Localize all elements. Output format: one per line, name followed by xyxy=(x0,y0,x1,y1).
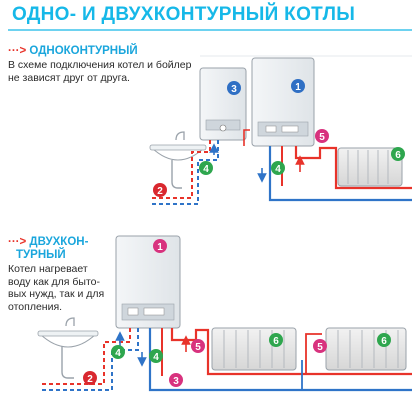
badge-5-bottom-right: 5 xyxy=(313,339,327,353)
badge-label: 2 xyxy=(157,186,163,197)
badge-label: 2 xyxy=(87,374,93,385)
bottom-pipes-dhw xyxy=(40,328,139,391)
badge-label: 4 xyxy=(203,164,209,175)
badge-3-top: 3 xyxy=(227,81,241,95)
radiator-bottom-left xyxy=(211,327,297,371)
double-circuit-heading: ···> ДВУХКОН- ТУРНЫЙ xyxy=(8,236,88,262)
badge-5-bottom-left: 5 xyxy=(191,339,205,353)
badge-label: 6 xyxy=(381,336,387,347)
single-circuit-heading: ···> ОДНОКОНТУРНЫЙ xyxy=(8,45,138,58)
badge-label: 6 xyxy=(273,336,279,347)
badge-4-bottom-right: 4 xyxy=(149,349,163,363)
page-title: ОДНО- И ДВУХКОНТУРНЫЙ КОТЛЫ xyxy=(12,4,356,25)
double-marker: ···> xyxy=(8,236,27,248)
badge-1-bottom: 1 xyxy=(153,239,167,253)
badge-label: 5 xyxy=(317,342,323,353)
badge-label: 4 xyxy=(275,164,281,175)
badge-3-bottom: 3 xyxy=(169,373,183,387)
badge-label: 5 xyxy=(319,132,325,143)
badge-label: 4 xyxy=(153,352,159,363)
top-pipes-dhw xyxy=(150,140,219,205)
badge-2-bottom: 2 xyxy=(83,371,97,385)
badge-label: 6 xyxy=(395,150,401,161)
badge-5-top: 5 xyxy=(315,129,329,143)
badge-label: 3 xyxy=(173,376,179,387)
double-desc-line: вых нужд, так и для xyxy=(8,288,105,300)
double-desc-line: Котел нагревает xyxy=(8,263,88,275)
bottom-pipes-heating xyxy=(137,328,412,392)
double-heading-text-2: ТУРНЫЙ xyxy=(16,249,66,261)
double-heading-text-1: ДВУХКОН- xyxy=(29,236,89,248)
badge-label: 1 xyxy=(157,242,163,253)
badge-1-top: 1 xyxy=(291,79,305,93)
single-desc-line: не зависят друг от друга. xyxy=(8,71,130,84)
badge-label: 3 xyxy=(231,84,237,95)
badge-6-bottom-right: 6 xyxy=(377,333,391,347)
double-boiler xyxy=(115,235,181,329)
double-desc-line: воду как для быто- xyxy=(8,275,100,288)
badge-label: 4 xyxy=(115,348,121,359)
single-circuit-description: В схеме подключения котел и бойлер не за… xyxy=(8,59,191,84)
double-circuit-description: Котел нагревает воду как для быто- вых н… xyxy=(8,263,104,313)
badge-4-top-left: 4 xyxy=(199,161,213,175)
badge-label: 1 xyxy=(295,82,301,93)
badge-2-top: 2 xyxy=(153,183,167,197)
badge-6-top: 6 xyxy=(391,147,405,161)
badge-label: 5 xyxy=(195,342,201,353)
water-heater xyxy=(199,67,247,141)
radiator-top xyxy=(337,147,403,187)
radiator-bottom-right xyxy=(325,327,407,371)
double-desc-line: отопления. xyxy=(8,300,63,313)
single-heading-text: ОДНОКОНТУРНЫЙ xyxy=(29,45,138,57)
sink-top xyxy=(149,131,207,189)
badge-4-bottom-left: 4 xyxy=(111,345,125,359)
badge-4-top-right: 4 xyxy=(271,161,285,175)
single-desc-line: В схеме подключения котел и бойлер xyxy=(8,59,192,71)
single-marker: ···> xyxy=(8,45,27,57)
badge-6-bottom-left: 6 xyxy=(269,333,283,347)
single-boiler xyxy=(251,57,315,147)
sink-bottom xyxy=(37,317,99,379)
top-pipes-heating xyxy=(243,129,412,202)
